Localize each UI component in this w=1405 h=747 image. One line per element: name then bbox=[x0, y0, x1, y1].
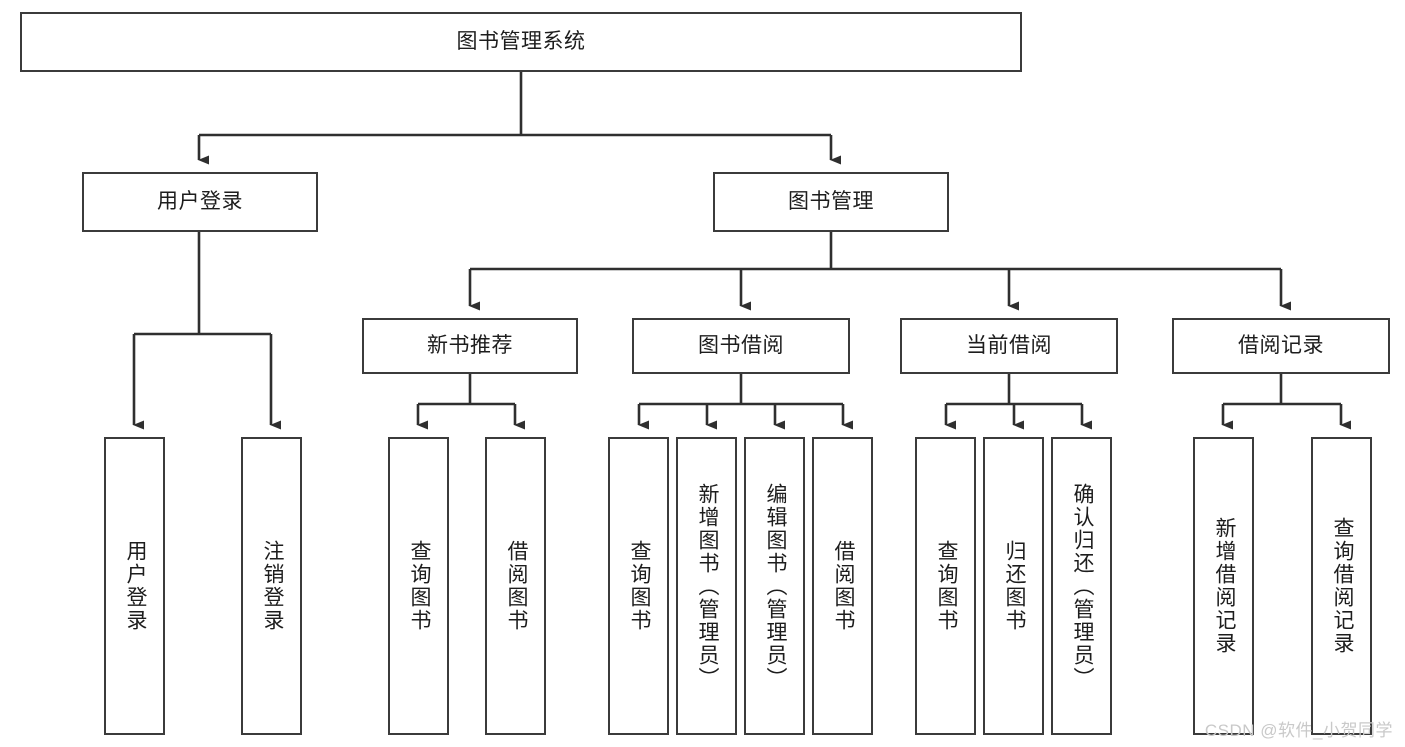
node-leaf-add-book[interactable]: 新增图书（管理员） bbox=[676, 437, 737, 735]
node-label: 图书管理系统 bbox=[456, 29, 586, 53]
node-label: 归还图书 bbox=[1002, 540, 1026, 632]
node-leaf-query-book-2[interactable]: 查询图书 bbox=[608, 437, 669, 735]
node-leaf-borrow-book-2[interactable]: 借阅图书 bbox=[812, 437, 873, 735]
node-leaf-edit-book[interactable]: 编辑图书（管理员） bbox=[744, 437, 805, 735]
node-user-login[interactable]: 用户登录 bbox=[82, 172, 318, 232]
node-root-book-management-system[interactable]: 图书管理系统 bbox=[20, 12, 1022, 72]
node-label: 编辑图书（管理员） bbox=[763, 482, 787, 690]
node-leaf-logout-login[interactable]: 注销登录 bbox=[241, 437, 302, 735]
node-leaf-confirm-return[interactable]: 确认归还（管理员） bbox=[1051, 437, 1112, 735]
node-borrow-record[interactable]: 借阅记录 bbox=[1172, 318, 1390, 374]
node-label: 注销登录 bbox=[260, 540, 284, 632]
node-new-book-recommend[interactable]: 新书推荐 bbox=[362, 318, 578, 374]
node-label: 借阅记录 bbox=[1238, 333, 1324, 357]
node-leaf-query-book-1[interactable]: 查询图书 bbox=[388, 437, 449, 735]
node-label: 借阅图书 bbox=[504, 540, 528, 632]
node-leaf-return-book[interactable]: 归还图书 bbox=[983, 437, 1044, 735]
node-label: 新书推荐 bbox=[427, 333, 513, 357]
node-label: 查询图书 bbox=[407, 540, 431, 632]
node-book-management[interactable]: 图书管理 bbox=[713, 172, 949, 232]
node-label: 新增借阅记录 bbox=[1212, 517, 1236, 655]
node-label: 查询借阅记录 bbox=[1330, 517, 1354, 655]
node-label: 用户登录 bbox=[123, 540, 147, 632]
node-label: 借阅图书 bbox=[831, 540, 855, 632]
node-leaf-query-record[interactable]: 查询借阅记录 bbox=[1311, 437, 1372, 735]
node-label: 确认归还（管理员） bbox=[1070, 482, 1094, 690]
node-label: 新增图书（管理员） bbox=[695, 482, 719, 690]
node-leaf-user-login[interactable]: 用户登录 bbox=[104, 437, 165, 735]
node-label: 图书借阅 bbox=[698, 333, 784, 357]
node-label: 用户登录 bbox=[157, 189, 243, 213]
node-current-borrow[interactable]: 当前借阅 bbox=[900, 318, 1118, 374]
node-leaf-borrow-book-1[interactable]: 借阅图书 bbox=[485, 437, 546, 735]
node-label: 当前借阅 bbox=[966, 333, 1052, 357]
node-label: 图书管理 bbox=[788, 189, 874, 213]
node-book-borrow[interactable]: 图书借阅 bbox=[632, 318, 850, 374]
node-leaf-add-record[interactable]: 新增借阅记录 bbox=[1193, 437, 1254, 735]
node-leaf-query-book-3[interactable]: 查询图书 bbox=[915, 437, 976, 735]
node-label: 查询图书 bbox=[627, 540, 651, 632]
csdn-watermark: CSDN @软件_小贺同学 bbox=[1204, 721, 1393, 740]
node-label: 查询图书 bbox=[934, 540, 958, 632]
